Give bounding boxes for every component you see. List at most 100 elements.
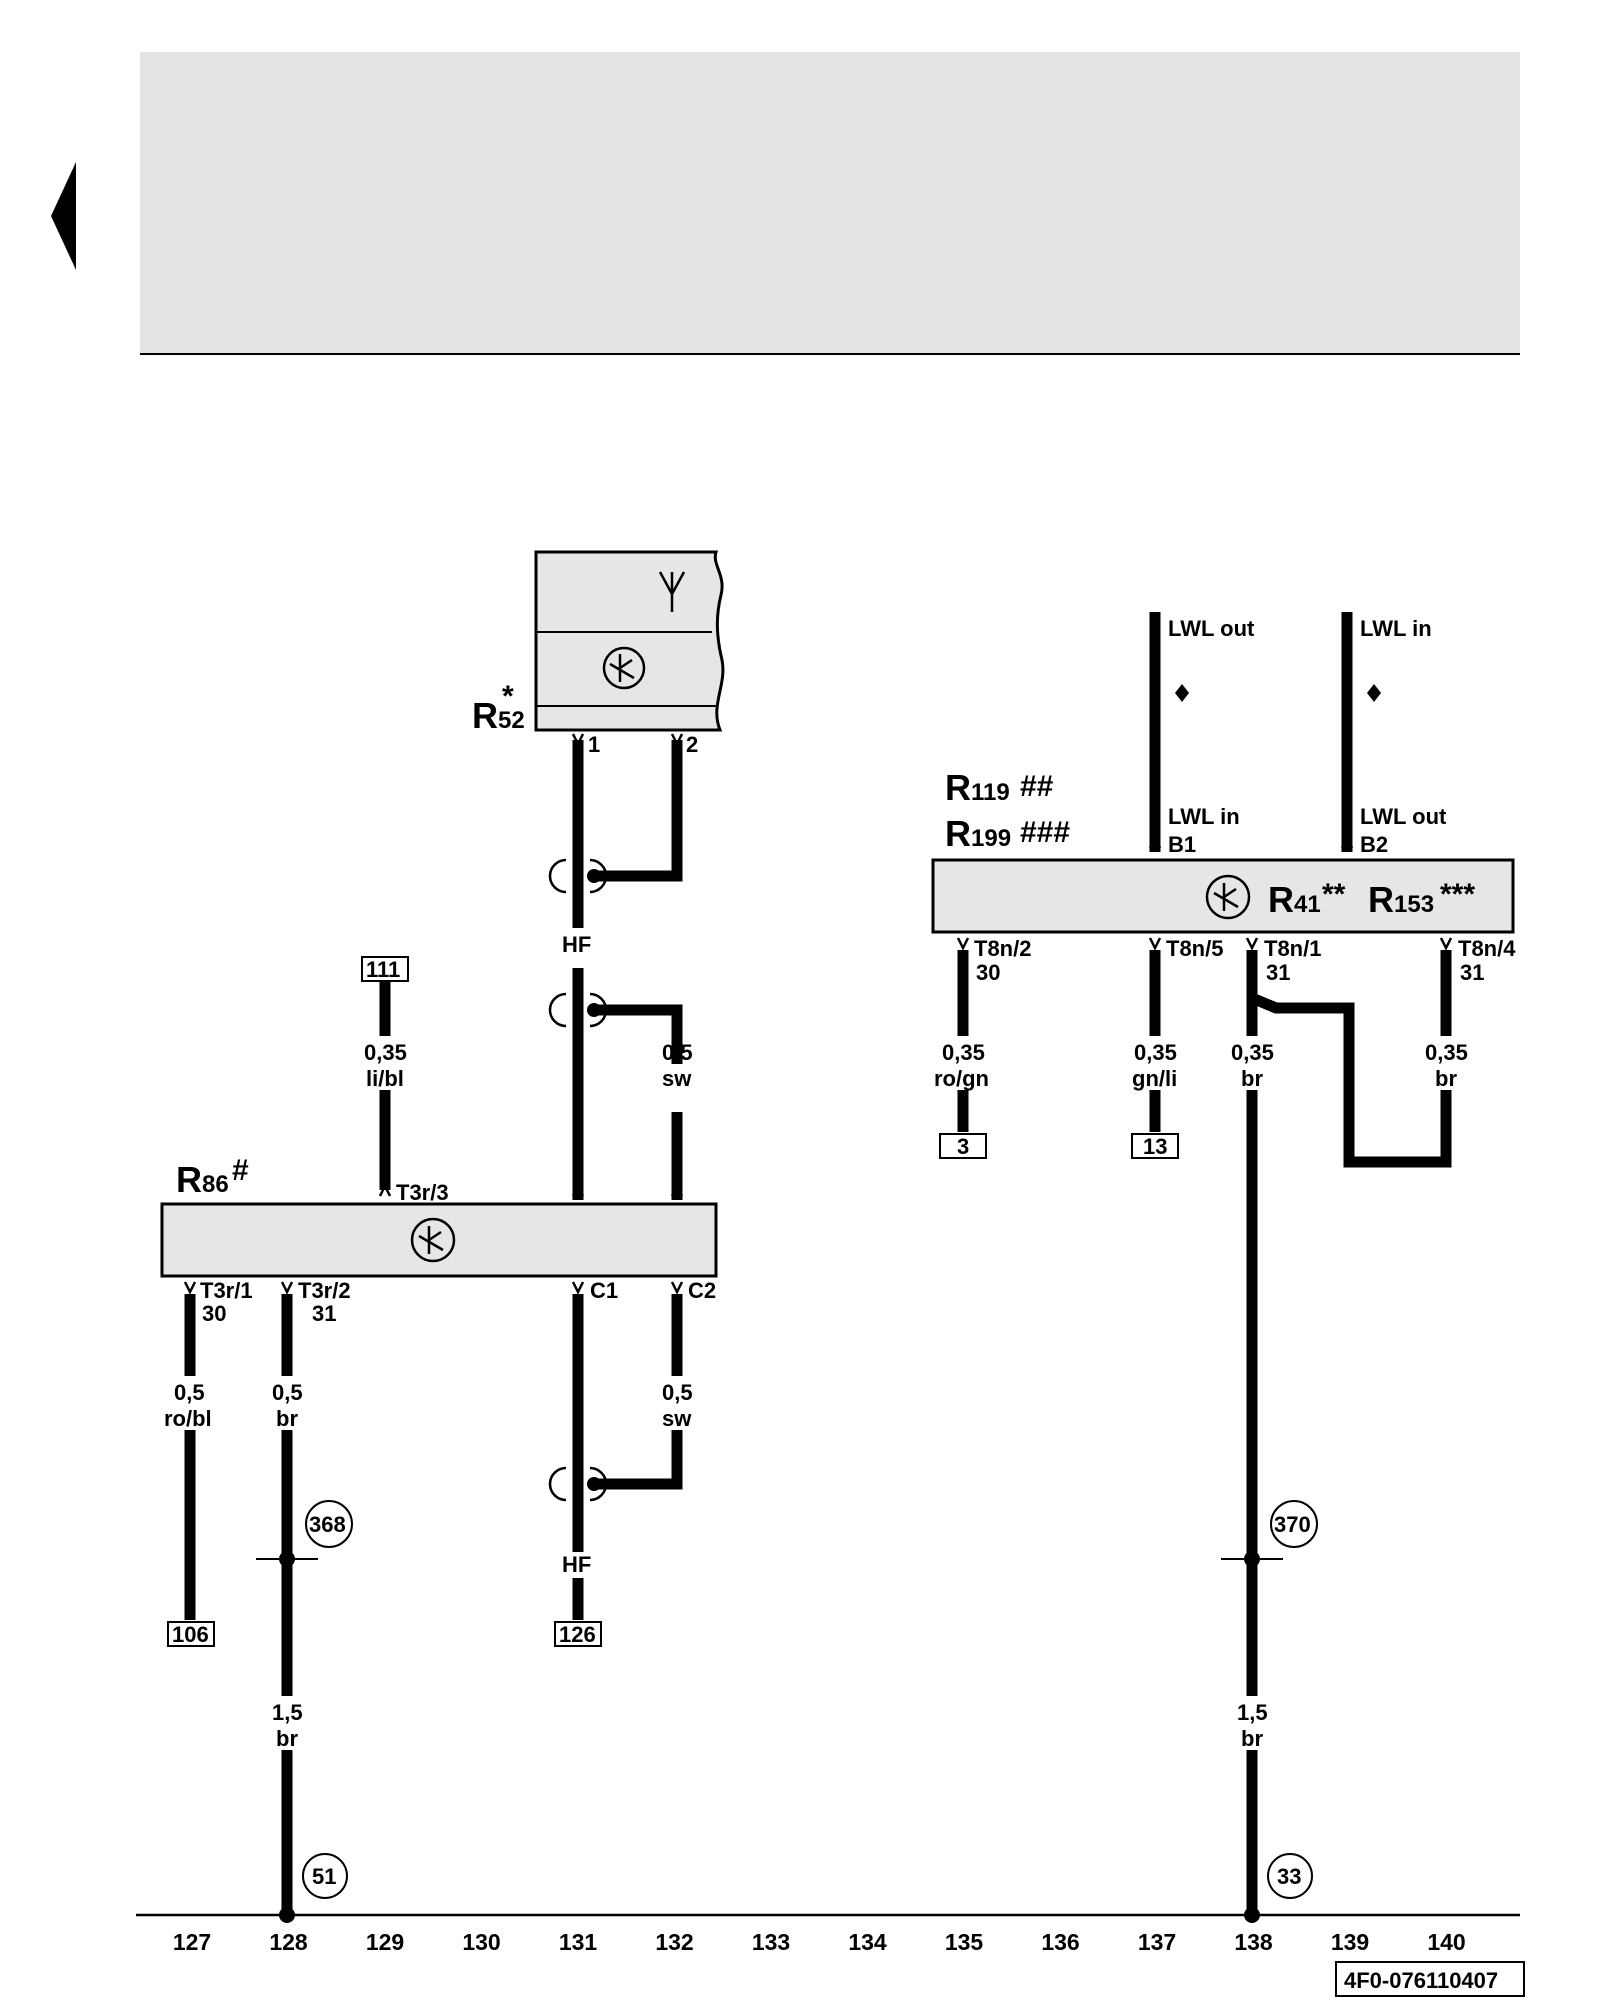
ref-111 xyxy=(361,956,409,982)
column-number: 127 xyxy=(173,1929,211,1955)
pin-t3r2: T3r/2 xyxy=(298,1278,351,1303)
wire-size-127: 0,5 xyxy=(174,1380,205,1405)
footer-code-box xyxy=(1335,1961,1525,1997)
mark-r119: ## xyxy=(1020,770,1054,803)
column-number: 128 xyxy=(269,1929,308,1955)
antenna-icon xyxy=(658,571,686,612)
footer-code: 4F0-076110407 xyxy=(1344,1968,1498,1993)
pin-t8n5: T8n/5 xyxy=(1166,936,1223,961)
wire-size-132a: 0,5 xyxy=(662,1040,693,1065)
signal-hf-upper: HF xyxy=(562,932,591,957)
pin-c2: C2 xyxy=(688,1278,716,1303)
label-r153: R153 xyxy=(1368,879,1434,920)
label-r52: R52 xyxy=(472,695,525,736)
label-r199: R199 xyxy=(945,813,1011,854)
circle-51 xyxy=(302,1853,348,1899)
signal-lwl-out-top: LWL out xyxy=(1168,616,1255,641)
mark-r199: ### xyxy=(1020,816,1070,849)
circle-33-text: 33 xyxy=(1277,1864,1301,1889)
radio-symbol-icon xyxy=(1205,874,1251,920)
diamond-icon xyxy=(1367,684,1381,702)
column-number: 131 xyxy=(559,1929,598,1955)
pin-t3r2-term: 31 xyxy=(312,1301,336,1326)
pin-t8n1-term: 31 xyxy=(1266,960,1290,985)
pin-arrows-r86-bottom xyxy=(183,1281,684,1295)
wire-size-128a: 0,5 xyxy=(272,1380,303,1405)
back-arrow-icon[interactable] xyxy=(51,162,76,270)
pin-t3r1: T3r/1 xyxy=(200,1278,253,1303)
ref-3 xyxy=(939,1133,987,1159)
column-number: 139 xyxy=(1331,1929,1369,1955)
pin-t3r1-term: 30 xyxy=(202,1301,226,1326)
ref-13-text: 13 xyxy=(1143,1134,1167,1159)
label-r41: R41 xyxy=(1268,879,1321,920)
wire-color-138a: br xyxy=(1241,1066,1263,1091)
wire-color-132a: sw xyxy=(662,1066,692,1091)
pin-r52-2: 2 xyxy=(686,732,698,757)
pin-c1: C1 xyxy=(590,1278,618,1303)
ref-13 xyxy=(1131,1133,1179,1159)
mark-r52: * xyxy=(502,680,514,713)
column-number: 129 xyxy=(366,1929,404,1955)
ref-106 xyxy=(167,1621,215,1647)
wire-size-135: 0,35 xyxy=(942,1040,985,1065)
wire-size-138b: 1,5 xyxy=(1237,1700,1268,1725)
ref-126 xyxy=(554,1621,602,1647)
ref-111-text: 111 xyxy=(366,957,400,982)
wire-138-loop xyxy=(1249,992,1452,1168)
header-panel xyxy=(140,52,1520,354)
column-number: 136 xyxy=(1041,1929,1079,1955)
label-r86: R86 xyxy=(176,1159,229,1200)
circle-370 xyxy=(1270,1500,1318,1548)
circle-33 xyxy=(1267,1853,1313,1899)
component-r86: R86 # xyxy=(160,1154,718,1278)
mark-r41: ** xyxy=(1322,878,1346,911)
wire-size-132b: 0,5 xyxy=(662,1380,693,1405)
ref-106-text: 106 xyxy=(172,1622,209,1647)
column-number: 140 xyxy=(1427,1929,1465,1955)
diamond-icon xyxy=(1175,684,1189,702)
signal-lwl-out-b2: LWL out xyxy=(1360,804,1447,829)
pin-t8n4-term: 31 xyxy=(1460,960,1484,985)
pin-r52-1: 1 xyxy=(588,732,600,757)
wire-size-140: 0,35 xyxy=(1425,1040,1468,1065)
pin-arrows-r41-bottom xyxy=(956,937,1453,951)
column-number: 135 xyxy=(945,1929,984,1955)
pin-arrows-r41-top xyxy=(1148,835,1354,849)
splice-370-dot xyxy=(1244,1551,1260,1567)
signal-lwl-in-top: LWL in xyxy=(1360,616,1432,641)
wire-color-138b: br xyxy=(1241,1726,1263,1751)
splice-368-dot xyxy=(279,1551,295,1567)
circle-370-text: 370 xyxy=(1274,1512,1311,1537)
wire-size-137: 0,35 xyxy=(1134,1040,1177,1065)
column-number: 130 xyxy=(462,1929,500,1955)
wire-color-128b: br xyxy=(276,1726,298,1751)
pin-t8n4: T8n/4 xyxy=(1458,936,1516,961)
ref-126-text: 126 xyxy=(559,1622,596,1647)
wire-size-138a: 0,35 xyxy=(1231,1040,1274,1065)
radio-symbol-icon xyxy=(602,646,646,690)
coax-wire-lower xyxy=(548,1294,683,1620)
pin-t3r3: T3r/3 xyxy=(396,1180,449,1205)
circle-368-text: 368 xyxy=(309,1512,346,1537)
column-number: 134 xyxy=(848,1929,887,1955)
pin-b2: B2 xyxy=(1360,832,1388,857)
circle-368 xyxy=(305,1500,353,1548)
wire-color-137: gn/li xyxy=(1132,1066,1177,1091)
wire-size-128b: 1,5 xyxy=(272,1700,303,1725)
column-number: 137 xyxy=(1138,1929,1176,1955)
signal-hf-lower: HF xyxy=(562,1552,591,1577)
column-number: 132 xyxy=(655,1929,693,1955)
component-r52: R52 * xyxy=(472,550,725,736)
ref-3-text: 3 xyxy=(957,1134,969,1159)
mark-r86: # xyxy=(232,1154,249,1187)
signal-lwl-in-b1: LWL in xyxy=(1168,804,1240,829)
pin-t8n1: T8n/1 xyxy=(1264,936,1321,961)
wire-color-140: br xyxy=(1435,1066,1457,1091)
pin-t8n2-term: 30 xyxy=(976,960,1000,985)
pin-b1: B1 xyxy=(1168,832,1196,857)
pin-arrows-r86-top xyxy=(378,1183,684,1197)
coax-wire-upper xyxy=(548,740,683,1200)
